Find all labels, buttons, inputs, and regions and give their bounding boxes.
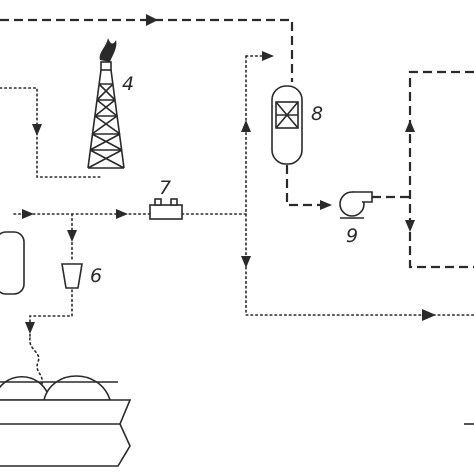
tank-dome-left bbox=[0, 376, 52, 401]
left-top-dotted-line bbox=[0, 87, 101, 178]
arrow-to-pump bbox=[320, 200, 332, 210]
flare-lattice bbox=[87, 83, 125, 169]
heater-nozzle-left bbox=[154, 198, 162, 206]
arrow-vertical-down bbox=[241, 256, 251, 268]
arrow-right-loop-down bbox=[405, 220, 415, 232]
ship-hull bbox=[0, 399, 132, 467]
pump bbox=[339, 191, 373, 219]
column-bottom-dashed-line bbox=[285, 165, 330, 207]
label-column: 8 bbox=[311, 103, 323, 125]
right-loop-dashed-line bbox=[408, 70, 474, 269]
vessel-down-dotted-line bbox=[29, 289, 73, 339]
heater-body bbox=[149, 204, 183, 220]
flare-tower bbox=[87, 38, 125, 169]
arrow-top-right bbox=[146, 14, 158, 26]
arrowheads bbox=[22, 14, 436, 334]
column-packing-cross bbox=[275, 101, 299, 129]
tank-dome-right bbox=[42, 375, 112, 401]
top-dashed-line bbox=[0, 18, 294, 82]
vertical-dotted-line bbox=[245, 55, 474, 316]
flare-flame bbox=[99, 38, 117, 62]
arrow-vertical-up bbox=[241, 120, 251, 132]
arrow-middle-right-1 bbox=[22, 209, 34, 219]
heater bbox=[149, 198, 183, 220]
arrow-left-down bbox=[32, 124, 42, 136]
arrow-bottom-right bbox=[422, 309, 436, 321]
left-vessel bbox=[0, 231, 25, 295]
column bbox=[271, 85, 303, 165]
label-small-vessel: 6 bbox=[90, 265, 102, 287]
dotted-lines bbox=[0, 55, 474, 385]
arrow-right-loop-up bbox=[405, 120, 415, 132]
arrow-vessel-down bbox=[25, 322, 35, 334]
arrow-branch-down bbox=[67, 230, 77, 242]
small-vessel bbox=[61, 263, 83, 289]
dashed-lines bbox=[0, 18, 474, 269]
small-vessel-body bbox=[61, 263, 83, 289]
tanker-ship bbox=[0, 375, 132, 467]
arrow-middle-right-2 bbox=[116, 209, 128, 219]
flare-tip bbox=[100, 61, 112, 71]
left-vessel-body bbox=[0, 231, 25, 295]
arrow-column-feed bbox=[262, 51, 274, 61]
label-pump: 9 bbox=[346, 225, 358, 247]
label-flare: 4 bbox=[122, 73, 134, 95]
label-heater: 7 bbox=[159, 177, 171, 199]
heater-nozzle-right bbox=[170, 198, 178, 206]
pump-outlet bbox=[352, 191, 373, 203]
squiggle-dotted-line bbox=[29, 337, 44, 385]
flare-legs bbox=[87, 69, 125, 169]
